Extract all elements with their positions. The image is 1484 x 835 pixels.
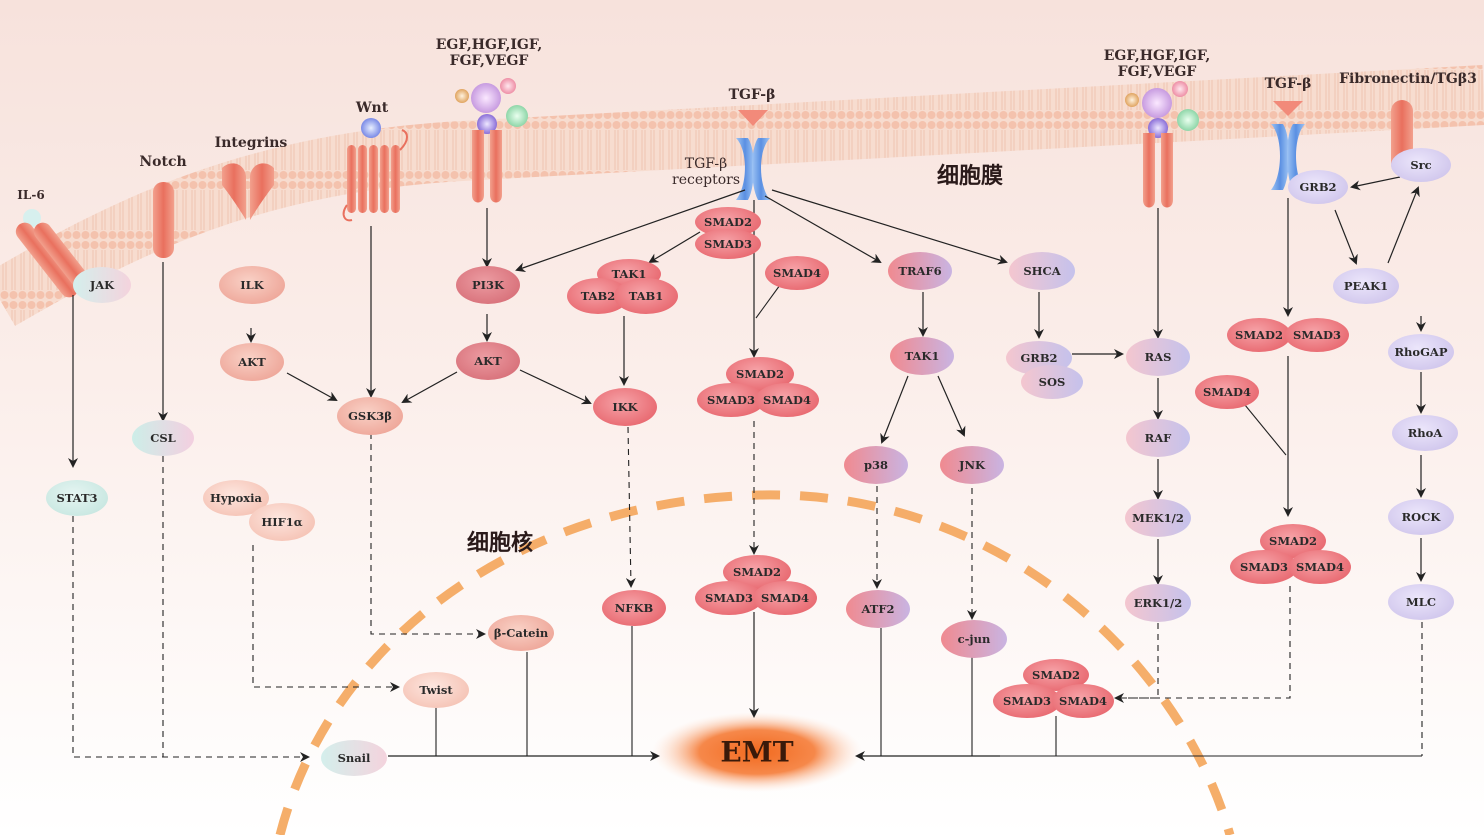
il6-label: IL-6 — [17, 188, 45, 203]
fibronectin-label: Fibronectin/TGβ3 — [1339, 70, 1477, 87]
atf2-node: ATF2 — [846, 590, 910, 628]
hypoxia-node: Hypoxia — [203, 480, 269, 516]
ikk-node: IKK — [593, 388, 657, 426]
shca-node: SHCA — [1009, 252, 1075, 290]
complex4-smad4: SMAD4 — [1289, 550, 1351, 584]
mlc-node: MLC — [1388, 584, 1454, 620]
tgfb-receptor-center — [736, 110, 770, 200]
smad4-right-node: SMAD4 — [1195, 375, 1259, 409]
nucleus-label: 细胞核 — [466, 531, 534, 556]
gsk3b-node: GSK3β — [337, 397, 403, 435]
twist-node: Twist — [403, 672, 469, 708]
smad4-mid-node: SMAD4 — [765, 256, 829, 290]
jak-node: JAK — [73, 267, 131, 303]
traf6-node: TRAF6 — [888, 252, 952, 290]
grb2-right-node: GRB2 — [1288, 170, 1348, 204]
smad3-top-node: SMAD3 — [695, 229, 761, 259]
complex3-smad3: SMAD3 — [993, 684, 1061, 718]
tgfb-receptor-right — [1271, 101, 1305, 190]
rtk-left — [455, 78, 528, 203]
integrins-label: Integrins — [214, 134, 288, 151]
raf-node: RAF — [1126, 419, 1190, 457]
snail-node: Snail — [321, 740, 387, 776]
sos-node: SOS — [1021, 365, 1083, 399]
hif1a-node: HIF1α — [249, 503, 315, 541]
jnk-node: JNK — [940, 446, 1004, 484]
connector-lines — [435, 284, 1422, 757]
stat3-node: STAT3 — [46, 480, 108, 516]
complex2-smad4: SMAD4 — [753, 581, 817, 615]
akt-mid-node: AKT — [456, 342, 520, 380]
peak1-node: PEAK1 — [1333, 268, 1399, 304]
rtk-right — [1125, 81, 1199, 208]
membrane-label: 细胞膜 — [936, 164, 1004, 189]
emt-label: EMT — [720, 735, 794, 769]
growth-factors-left-label: EGF,HGF,IGF, FGF,VEGF — [435, 36, 543, 69]
notch-receptor — [153, 182, 174, 258]
c-jun-node: c-jun — [941, 620, 1007, 658]
smad2-right-node: SMAD2 — [1227, 318, 1291, 352]
rhogap-node: RhoGAP — [1388, 334, 1454, 370]
complex4-smad3: SMAD3 — [1230, 550, 1298, 584]
p38-node: p38 — [844, 446, 908, 484]
erk12-node: ERK1/2 — [1125, 584, 1191, 622]
complex3-smad4: SMAD4 — [1052, 684, 1114, 718]
signal-arrows — [68, 176, 1426, 761]
rhoa-node: RhoA — [1392, 415, 1458, 451]
tgfb-receptors-label: TGF-β receptors — [672, 155, 740, 188]
smad3-right-node: SMAD3 — [1285, 318, 1349, 352]
notch-label: Notch — [139, 153, 187, 170]
dashed-arrows — [72, 421, 1423, 762]
complex1-smad3: SMAD3 — [697, 383, 765, 417]
ilk-node: ILK — [219, 266, 285, 304]
wnt-label: Wnt — [355, 99, 389, 116]
emt-glow — [652, 712, 862, 792]
tak1-node: TAK1 — [597, 259, 661, 289]
growth-factors-right-label: EGF,HGF,IGF, FGF,VEGF — [1103, 47, 1211, 80]
tgfb-center-label: TGF-β — [728, 86, 776, 103]
src-node: Src — [1391, 148, 1451, 182]
csl-node: CSL — [132, 420, 194, 456]
mek12-node: MEK1/2 — [1125, 499, 1191, 537]
complex2-smad3: SMAD3 — [695, 581, 763, 615]
b-catenin-node: β-Catein — [488, 615, 554, 651]
nfkb-node: NFKB — [602, 590, 666, 626]
ras-node: RAS — [1126, 338, 1190, 376]
nucleus-boundary — [275, 490, 1235, 835]
integrin-receptor — [222, 163, 274, 220]
akt-left-node: AKT — [220, 343, 284, 381]
tab1-node: TAB1 — [614, 278, 678, 314]
tak1-b-node: TAK1 — [890, 337, 954, 375]
pi3k-node: PI3K — [456, 266, 520, 304]
wnt-receptor — [342, 118, 408, 222]
tgfb-right-label: TGF-β — [1264, 75, 1312, 92]
rock-node: ROCK — [1388, 499, 1454, 535]
complex1-smad4: SMAD4 — [755, 383, 819, 417]
